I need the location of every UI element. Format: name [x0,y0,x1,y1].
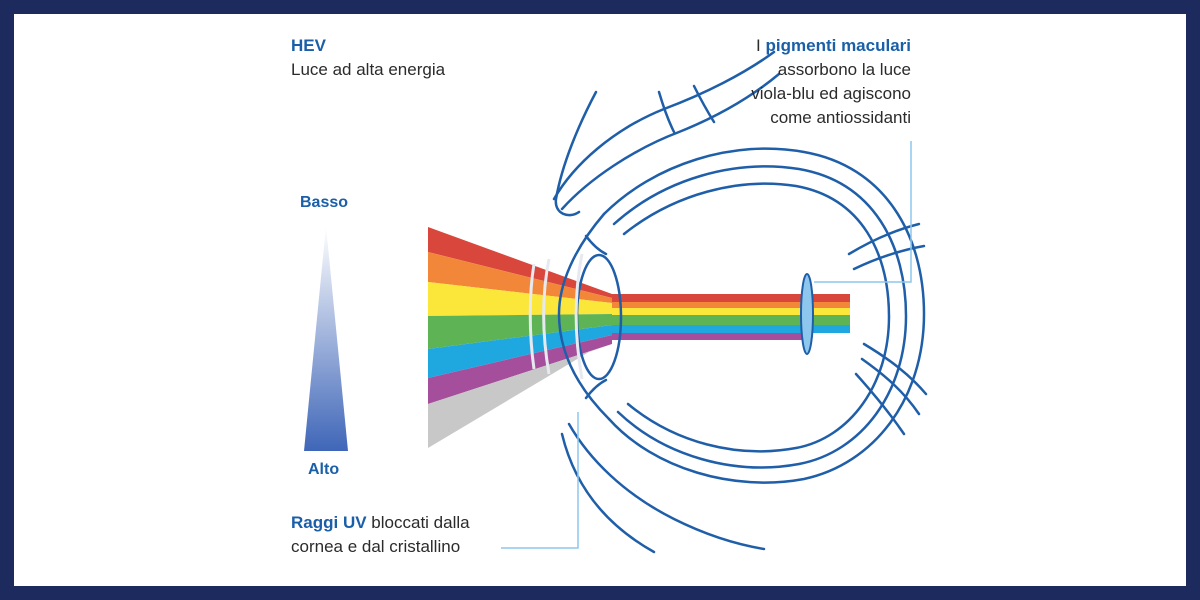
eye-diagram [304,50,928,554]
pigments-line4: come antiossidanti [770,108,911,127]
macula-lens [800,273,814,355]
pigments-line3: viola-blu ed agiscono [751,84,911,103]
uv-line1: bloccati dalla [371,513,470,532]
hev-text: Luce ad alta energia [291,60,446,79]
uv-callout-line [501,412,579,549]
eye-outline [552,50,928,554]
pigments-callout-line [814,141,912,283]
uv-highlight: Raggi UV [291,513,367,532]
scale-bottom-label: Alto [308,461,340,478]
energy-scale-triangle [304,226,348,451]
hev-title: HEV [291,36,326,55]
light-spectrum-beam [428,227,612,448]
pigments-line2: assorbono la luce [777,60,911,79]
uv-line2: cornea e dal cristallino [291,537,461,556]
pigments-callout: I pigmenti maculari assorbono la luce vi… [751,34,911,130]
pigments-lead: I [756,36,761,55]
cornea-rings [528,253,584,380]
hev-label: HEV Luce ad alta energia [291,34,445,82]
scale-top-label: Basso [300,194,349,211]
diagram-frame: HEV Luce ad alta energia I pigmenti macu… [14,14,1186,586]
uv-callout: Raggi UV bloccati dalla cornea e dal cri… [291,511,470,559]
inner-light-beam [612,294,850,340]
pigments-highlight: pigmenti maculari [765,36,911,55]
